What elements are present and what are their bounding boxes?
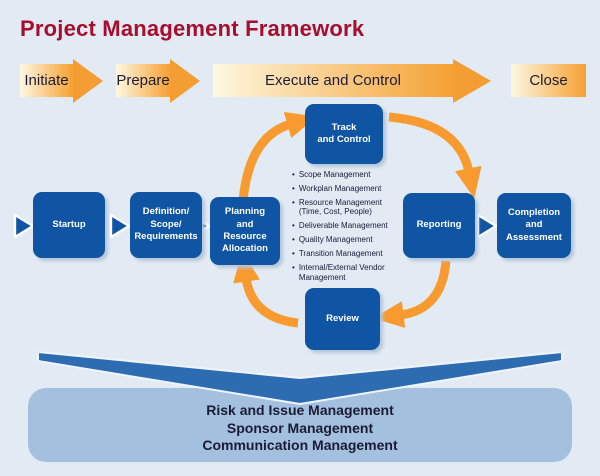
bullet-dot-icon: • [292,249,295,259]
bullet-dot-icon: • [292,183,295,193]
phase-arrow-initiate: Initiate [20,58,103,103]
phase-label: Prepare [116,72,170,89]
footer-line: Communication Management [202,437,398,453]
list-item: •Quality Management [292,235,373,245]
footer-line: Sponsor Management [226,419,374,436]
list-item: •Deliverable Management [292,221,388,231]
phase-label: Execute and Control [265,72,401,89]
cycle-arrow-planning-to-track-icon [238,112,317,202]
flow-box-reporting: Reporting [403,193,475,258]
management-bullet-list: •Scope Management •Workplan Management •… [292,170,434,282]
flow-box-definition-scope-requirements: Definition/ Scope/ Requirements [130,192,202,258]
phase-arrow-execute-and-control: Execute and Control [213,58,491,103]
flow-connector-arrow-icon [476,213,498,239]
bullet-dot-icon: • [292,221,295,231]
page-title: Project Management Framework [20,16,365,41]
phase-arrow-close: Close [511,64,586,97]
list-item: •Workplan Management [292,183,382,193]
flow-connector-arrow-icon [109,213,131,239]
phase-label: Close [529,72,568,89]
flow-box-track-and-control: Track and Control [305,104,383,164]
phase-arrow-prepare: Prepare [116,58,200,103]
flow-box-review: Review [305,288,380,350]
flow-box-planning-resource-allocation: Planning and Resource Allocation [210,197,280,265]
flow-box-startup: Startup [33,192,105,258]
flow-box-completion-assessment: Completion and Assessment [497,193,571,258]
bullet-dot-icon: • [292,235,295,245]
foundation-management-lines: Risk and Issue Management Sponsor Manage… [0,402,600,455]
bullet-dot-icon: • [292,263,295,273]
arrow-right-icon [170,58,200,103]
arrow-right-icon [453,58,491,103]
phase-label: Initiate [24,72,69,89]
list-item: •Internal/External Vendor Management [292,263,385,282]
arrow-right-icon [73,58,103,103]
bullet-dot-icon: • [292,170,295,179]
cycle-arrow-track-to-reporting-icon [388,112,482,199]
cycle-arrow-review-to-planning-icon [233,251,299,328]
footer-line: Risk and Issue Management [206,402,394,418]
list-item: •Resource Management (Time, Cost, People… [292,197,382,217]
bullet-dot-icon: • [292,197,295,207]
list-item: •Transition Management [292,249,383,259]
flow-connector-arrow-icon [13,213,35,239]
list-item: •Scope Management [292,170,371,179]
